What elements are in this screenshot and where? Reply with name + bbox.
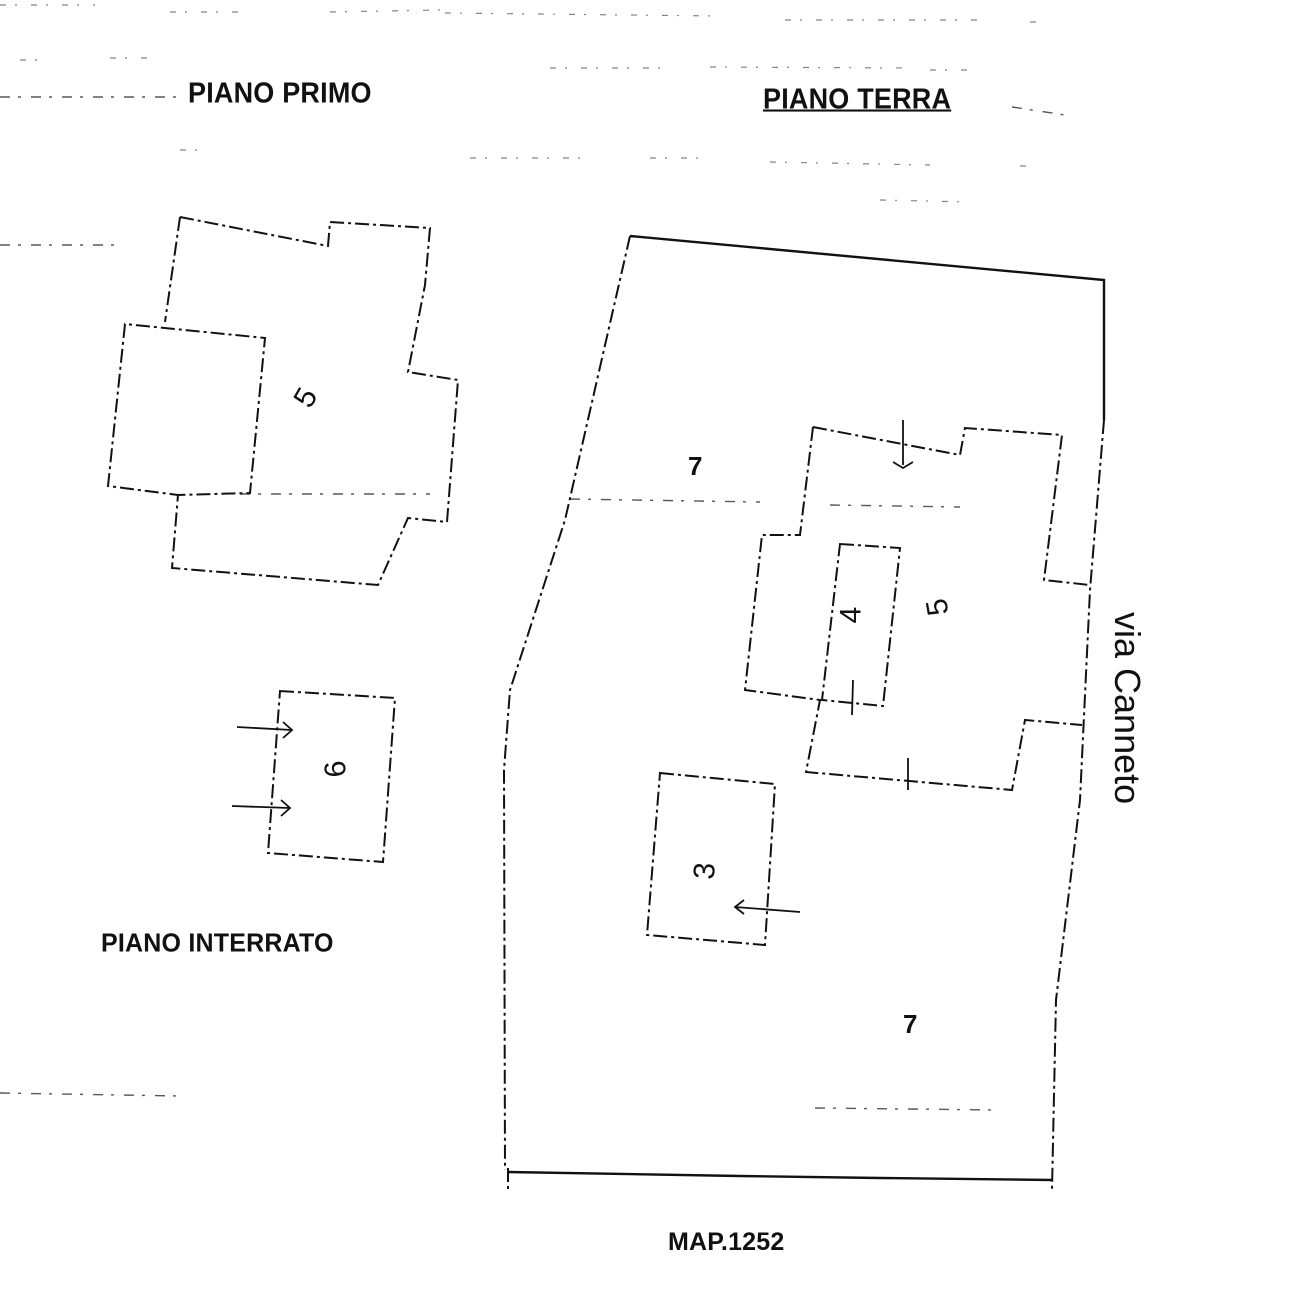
room-label-courtyard-7-bottom: 7: [903, 1009, 918, 1039]
floor-title-piano-terra: PIANO TERRA: [763, 83, 952, 115]
basement-plan: [231, 689, 397, 864]
first-floor-plan: [106, 216, 460, 587]
scan-artifacts: [0, 4, 1066, 1111]
room-label-courtyard-7-top: 7: [688, 451, 703, 481]
room-label-ground-floor-3: 3: [687, 861, 723, 881]
room-label-basement-6: 6: [318, 759, 354, 779]
ground-floor-lot: [502, 234, 1106, 1191]
street-label-via-canneto: via Canneto: [1107, 612, 1148, 805]
floor-title-piano-interrato: PIANO INTERRATO: [101, 928, 334, 958]
map-reference-label: MAP.1252: [668, 1228, 785, 1256]
floor-title-piano-primo: PIANO PRIMO: [188, 77, 372, 109]
room-label-ground-floor-4: 4: [834, 606, 868, 624]
ground-floor-house: [743, 420, 1091, 792]
ground-floor-room-3: [645, 771, 801, 947]
